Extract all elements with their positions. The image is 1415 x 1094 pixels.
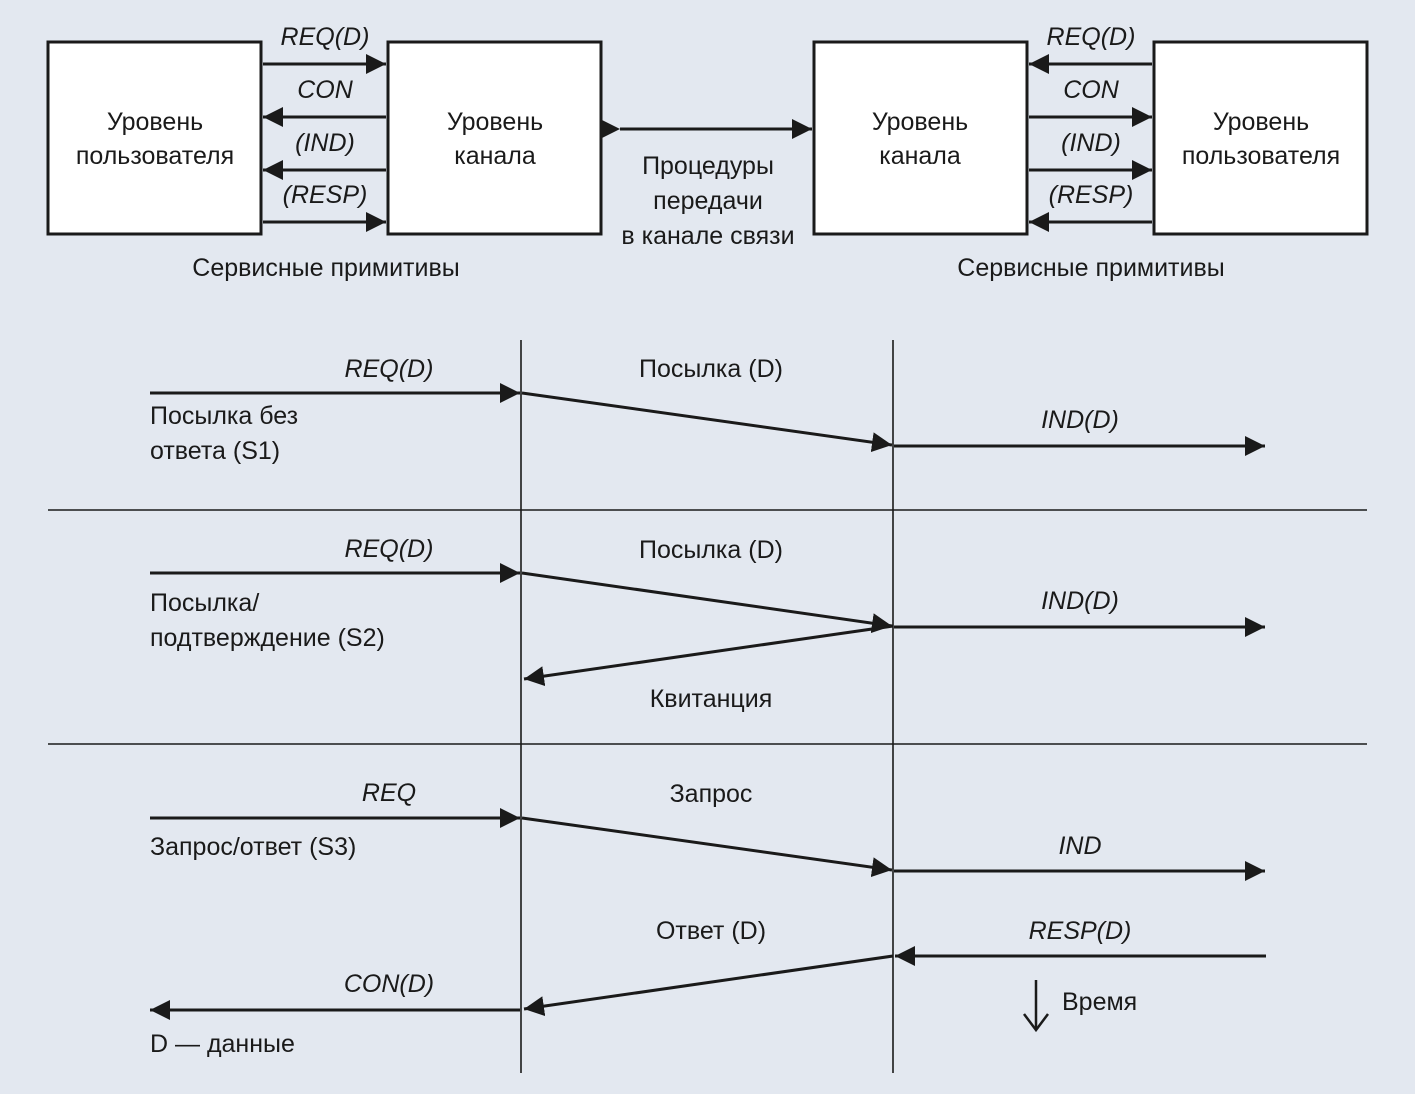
left-user-level-label-1: Уровень <box>107 108 203 136</box>
s2-ack-label: Квитанция <box>650 685 773 713</box>
right-req-label: REQ(D) <box>1047 23 1136 51</box>
s1-send-label: Посылка (D) <box>639 355 783 383</box>
s2-name-line-1: Посылка/ <box>150 589 259 617</box>
left-link-level-box <box>386 40 603 236</box>
left-resp-label: (RESP) <box>283 181 368 209</box>
s3-request-arrow <box>521 816 893 878</box>
s3-name-label: Запрос/ответ (S3) <box>150 833 356 861</box>
s3-con-label: CON(D) <box>344 970 434 998</box>
left-user-level-box <box>46 40 263 236</box>
right-link-level-label-1: Уровень <box>872 108 968 136</box>
s2-req-label: REQ(D) <box>345 535 434 563</box>
left-con-label: CON <box>297 76 354 104</box>
s3-answer-label: Ответ (D) <box>656 917 766 945</box>
right-user-level-box <box>1152 40 1369 236</box>
s3-resp-label: RESP(D) <box>1029 917 1132 945</box>
channel-procedures-label-2: передачи <box>653 187 763 215</box>
channel-procedures-label-1: Процедуры <box>642 152 774 180</box>
s1-ind-label: IND(D) <box>1041 406 1119 434</box>
s2-ind-label: IND(D) <box>1041 587 1119 615</box>
s3-req-label: REQ <box>362 779 416 807</box>
right-link-level-label-2: канала <box>879 142 961 170</box>
left-link-level-label-1: Уровень <box>447 108 543 136</box>
s3-answer-arrow <box>523 954 894 1017</box>
s1-send-arrow <box>521 391 893 453</box>
s2-send-label: Посылка (D) <box>639 536 783 564</box>
s2-name-line-2: подтверждение (S2) <box>150 624 385 652</box>
data-legend: D — данные <box>150 1030 295 1058</box>
s1-name-line-2: ответа (S1) <box>150 437 280 465</box>
right-user-level-label-2: пользователя <box>1182 142 1340 170</box>
s2-send-arrow <box>521 571 893 634</box>
right-primitives-caption: Сервисные примитивы <box>957 254 1224 282</box>
left-ind-label: (IND) <box>295 129 355 157</box>
s1-name-line-1: Посылка без <box>150 402 298 430</box>
right-ind-label: (IND) <box>1061 129 1121 157</box>
time-down-arrow-icon <box>1023 980 1049 1033</box>
s3-ind-label: IND <box>1058 832 1101 860</box>
left-req-label: REQ(D) <box>281 23 370 51</box>
s3-request-label: Запрос <box>670 780 753 808</box>
s2-ack-arrow <box>523 624 894 687</box>
left-user-level-label-2: пользователя <box>76 142 234 170</box>
s1-req-label: REQ(D) <box>345 355 434 383</box>
right-link-level-box <box>812 40 1029 236</box>
left-primitives-caption: Сервисные примитивы <box>192 254 459 282</box>
channel-procedures-label-3: в канале связи <box>621 222 794 250</box>
right-con-label: CON <box>1063 76 1120 104</box>
right-resp-label: (RESP) <box>1049 181 1134 209</box>
right-user-level-label-1: Уровень <box>1213 108 1309 136</box>
left-link-level-label-2: канала <box>454 142 536 170</box>
time-label: Время <box>1062 988 1137 1016</box>
